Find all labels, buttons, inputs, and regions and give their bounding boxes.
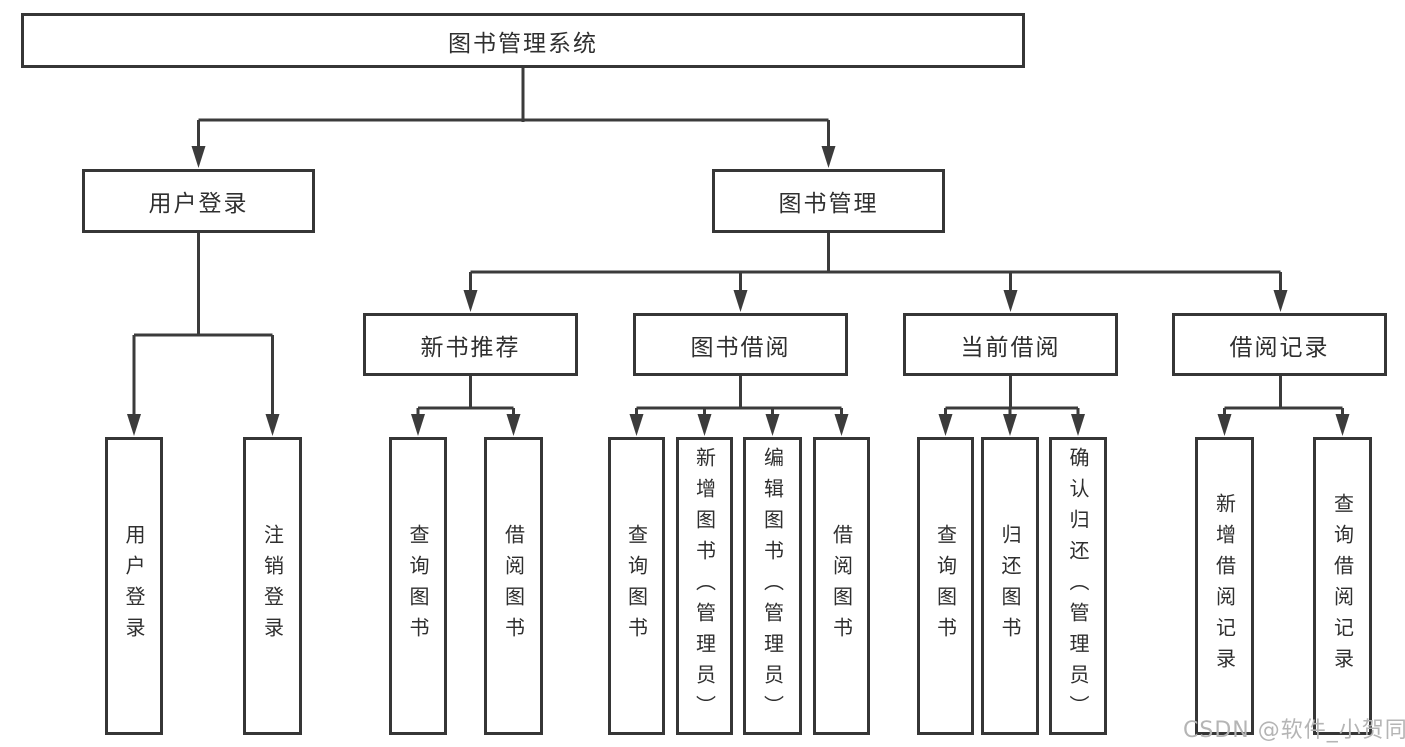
leaf-query-borrow-record-label: 查询借阅记录 [1330,493,1355,679]
node-new-book-recommend-label: 新书推荐 [420,334,521,361]
leaf-query-books-borrow-label: 查询图书 [624,524,649,648]
leaf-logout: 注销登录 [243,437,302,735]
leaf-query-books-borrow: 查询图书 [608,437,665,735]
node-user-login-label: 用户登录 [148,191,249,217]
leaf-edit-book-admin-label: 编辑图书（管理员） [760,446,785,726]
leaf-add-book-admin: 新增图书（管理员） [676,437,733,735]
node-book-borrowing-label: 图书借阅 [690,334,791,361]
node-borrowing-records-label: 借阅记录 [1229,334,1330,361]
leaf-logout-label: 注销登录 [260,524,285,648]
node-current-borrowing-label: 当前借阅 [960,334,1061,361]
node-current-borrowing: 当前借阅 [903,313,1118,376]
leaf-add-book-admin-label: 新增图书（管理员） [692,446,717,726]
node-user-login: 用户登录 [82,169,315,233]
leaf-borrow-books-label: 借阅图书 [829,524,854,648]
leaf-query-books-recommend: 查询图书 [389,437,447,735]
node-book-borrowing: 图书借阅 [633,313,848,376]
leaf-return-book-label: 归还图书 [998,524,1022,648]
leaf-edit-book-admin: 编辑图书（管理员） [743,437,802,735]
leaf-borrow-books-recommend: 借阅图书 [484,437,543,735]
watermark: CSDN @软件_小贺同学 [1183,718,1405,743]
leaf-confirm-return-admin: 确认归还（管理员） [1049,437,1107,735]
node-book-management: 图书管理 [712,169,945,233]
node-root-label: 图书管理系统 [448,30,598,57]
leaf-return-book: 归还图书 [981,437,1039,735]
node-root: 图书管理系统 [21,13,1025,68]
leaf-confirm-return-admin-label: 确认归还（管理员） [1066,446,1090,726]
leaf-borrow-books-recommend-label: 借阅图书 [501,524,526,648]
leaf-query-books-current-label: 查询图书 [933,524,958,648]
arrowheads [127,146,1350,436]
leaf-add-borrow-record-label: 新增借阅记录 [1212,493,1237,679]
node-book-management-label: 图书管理 [778,191,879,217]
leaf-query-books-recommend-label: 查询图书 [406,524,430,648]
leaf-user-login: 用户登录 [105,437,163,735]
leaf-query-books-current: 查询图书 [917,437,974,735]
node-borrowing-records: 借阅记录 [1172,313,1387,376]
leaf-add-borrow-record: 新增借阅记录 [1195,437,1254,735]
leaf-borrow-books: 借阅图书 [813,437,870,735]
leaf-query-borrow-record: 查询借阅记录 [1313,437,1372,735]
leaf-user-login-label: 用户登录 [122,524,146,648]
node-new-book-recommend: 新书推荐 [363,313,578,376]
